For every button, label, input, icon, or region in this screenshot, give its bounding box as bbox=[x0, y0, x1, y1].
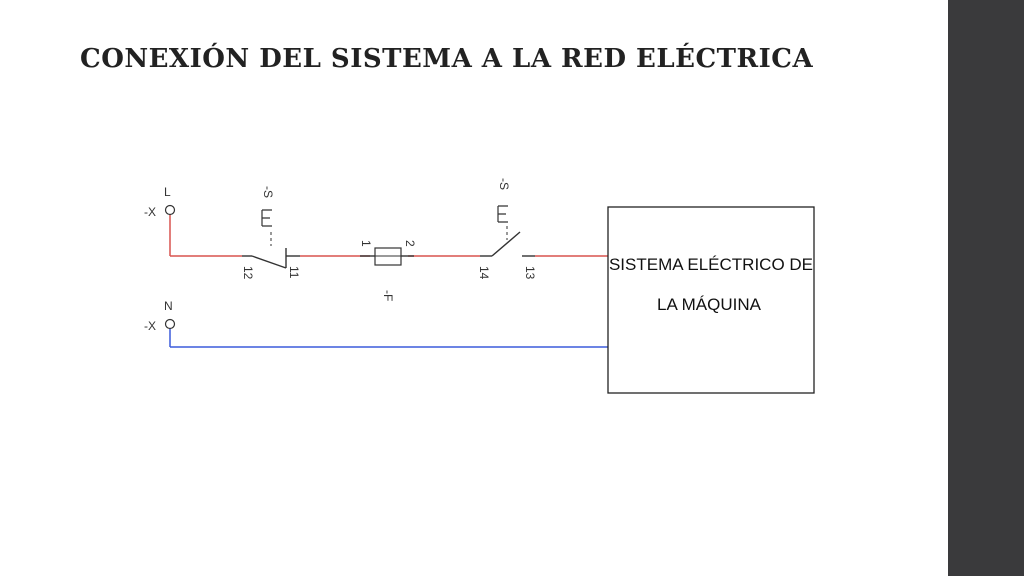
switch-nc-blade bbox=[251, 255, 287, 269]
switch-nc-pin-b: 11 bbox=[287, 266, 301, 279]
switch-no-blade bbox=[491, 231, 521, 257]
fuse-ref: -F bbox=[381, 290, 395, 301]
switch-nc: -S 12 11 bbox=[241, 186, 301, 280]
switch-no-pin-b: 13 bbox=[523, 266, 537, 280]
switch-no-ref: -S bbox=[497, 178, 511, 190]
switch-nc-pin-a: 12 bbox=[241, 266, 255, 280]
terminal-l: L -X bbox=[144, 185, 176, 256]
terminal-n: N -X bbox=[144, 299, 608, 348]
terminal-n-ref: -X bbox=[144, 319, 156, 333]
page-title: CONEXIÓN DEL SISTEMA A LA RED ELÉCTRICA bbox=[80, 44, 814, 74]
machine-box-frame bbox=[607, 206, 815, 394]
terminal-n-circle bbox=[164, 318, 176, 330]
circuit-diagram: L -X -S 12 11 1 2 bbox=[144, 178, 815, 394]
terminal-l-circle bbox=[164, 204, 176, 216]
terminal-l-ref: -X bbox=[144, 205, 156, 219]
terminal-n-label: N bbox=[164, 299, 173, 313]
terminal-l-label: L bbox=[164, 185, 171, 199]
switch-no-pin-a: 14 bbox=[477, 266, 491, 280]
fuse-pin-b: 2 bbox=[403, 240, 417, 247]
machine-box-line1: SISTEMA ELÉCTRICO DE bbox=[609, 255, 813, 274]
switch-nc-ref: -S bbox=[261, 186, 275, 198]
machine-box: SISTEMA ELÉCTRICO DE LA MÁQUINA bbox=[607, 206, 815, 394]
fuse: 1 2 -F bbox=[359, 240, 417, 301]
side-bar bbox=[948, 0, 1024, 576]
switch-no: -S 14 13 bbox=[477, 178, 537, 280]
fuse-pin-a: 1 bbox=[359, 240, 373, 247]
machine-box-line2: LA MÁQUINA bbox=[657, 295, 762, 314]
switch-nc-actuator bbox=[261, 209, 272, 227]
switch-no-actuator bbox=[497, 205, 508, 223]
